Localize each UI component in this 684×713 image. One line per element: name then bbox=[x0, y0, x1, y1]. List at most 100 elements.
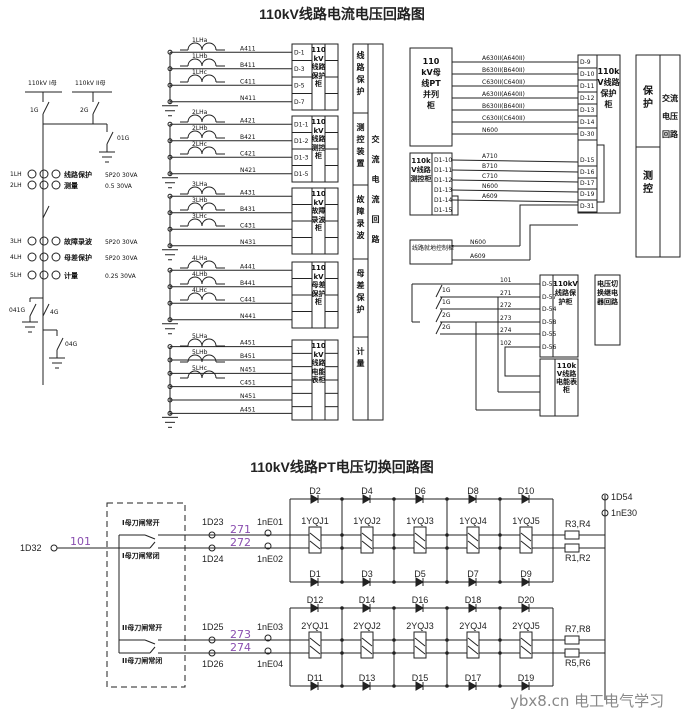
plug-icon bbox=[264, 634, 272, 642]
wire bbox=[149, 646, 156, 654]
relay-label: 2YQJ1 bbox=[301, 621, 329, 631]
ground-icon bbox=[162, 249, 178, 261]
wire-label: N451 bbox=[240, 393, 256, 400]
ct-id: 3LH bbox=[10, 238, 22, 245]
relay-coil-icon bbox=[413, 526, 427, 554]
diode-body bbox=[415, 494, 425, 504]
ct-icon bbox=[39, 252, 49, 262]
junction bbox=[392, 651, 396, 655]
relay-label: 1YQJ4 bbox=[459, 516, 487, 526]
ct-spec: 5P20 30VA bbox=[105, 172, 138, 179]
junction bbox=[498, 638, 502, 642]
switch-2g bbox=[92, 101, 100, 115]
meas-wire bbox=[451, 179, 579, 183]
diode-icon bbox=[415, 494, 425, 504]
pt-wire-label: B630II(B640II) bbox=[482, 67, 525, 74]
diode-label: D1 bbox=[309, 569, 321, 579]
watermark: ybx8.cn 电工电气学习 bbox=[510, 692, 664, 710]
wire-label: A451 bbox=[240, 406, 256, 413]
diode-body bbox=[310, 603, 320, 613]
diode-label: D2 bbox=[309, 486, 321, 496]
coil-hatch bbox=[309, 532, 321, 550]
diode-label: D16 bbox=[412, 595, 429, 605]
diode-icon bbox=[521, 603, 531, 613]
wire-label: N411 bbox=[240, 95, 256, 102]
wire-label: C431 bbox=[240, 222, 256, 229]
junction bbox=[340, 606, 344, 610]
ct-label: 3LHb bbox=[192, 197, 208, 204]
junction bbox=[340, 638, 344, 642]
sw-meter-cabinet-box bbox=[539, 358, 579, 417]
sw-wire-label: 101 bbox=[500, 277, 512, 284]
ct-icon bbox=[27, 180, 37, 190]
terminal-label: 1D25 bbox=[202, 622, 224, 632]
resistor-icon bbox=[564, 635, 580, 645]
diode-icon bbox=[362, 494, 372, 504]
plug-label: 1nE02 bbox=[257, 554, 283, 564]
diode-label: D18 bbox=[465, 595, 482, 605]
diode-body bbox=[310, 577, 320, 587]
sw-terminal-label: D-56 bbox=[542, 344, 557, 351]
meas-wire-label: A609 bbox=[482, 193, 498, 200]
pt-wire-label: C630II(C640II) bbox=[482, 115, 525, 122]
wire bbox=[519, 204, 578, 246]
bus1-label: 110kV I母 bbox=[28, 80, 57, 87]
sw-prot-cabinet-box bbox=[539, 274, 579, 358]
resistor-label: R3,R4 bbox=[565, 519, 591, 529]
wire-label: A451 bbox=[240, 340, 256, 347]
ct-use: 计量 bbox=[64, 271, 78, 280]
meas-terminal-label: D1-14 bbox=[434, 197, 452, 204]
switch-1g bbox=[42, 101, 50, 115]
title-top: 110kV线路电流电压回路图 bbox=[259, 6, 425, 22]
diode-label: D14 bbox=[359, 595, 376, 605]
diode-body bbox=[521, 577, 531, 587]
sw-wire-label: 271 bbox=[500, 290, 512, 297]
diode-label: D6 bbox=[414, 486, 426, 496]
diode-icon bbox=[521, 577, 531, 587]
coil-hatch bbox=[309, 637, 321, 655]
junction bbox=[340, 580, 344, 584]
coil-hatch bbox=[414, 532, 426, 550]
junction bbox=[340, 546, 344, 550]
wire-label: 274 bbox=[230, 641, 251, 654]
ct-label: 1LHb bbox=[192, 53, 208, 60]
ct-spec: 0.2S 30VA bbox=[105, 273, 137, 280]
diode-icon bbox=[310, 494, 320, 504]
contact-label: II母刀闸常闭 bbox=[122, 656, 162, 665]
ct-label: 5LHa bbox=[192, 333, 208, 340]
meas-terminal-label: D1-15 bbox=[434, 207, 452, 214]
out-plug-label: 1nE30 bbox=[611, 508, 637, 518]
meas-wire-label: B710 bbox=[482, 163, 498, 170]
input-terminal-label: 1D32 bbox=[20, 543, 42, 553]
diode-body bbox=[521, 494, 531, 504]
ct-label: 5LHb bbox=[192, 349, 208, 356]
terminal-icon bbox=[50, 544, 58, 552]
diode-label: D7 bbox=[467, 569, 479, 579]
wire-label: C421 bbox=[240, 150, 256, 157]
terminal-label: 1D26 bbox=[202, 659, 224, 669]
ct-coil-icon bbox=[187, 58, 217, 67]
pt-wire-label: A630II(A640II) bbox=[482, 55, 525, 62]
junction bbox=[445, 651, 449, 655]
coil-hatch bbox=[414, 637, 426, 655]
terminal-label: D-5 bbox=[294, 82, 305, 89]
prot-terminal-label: D-30 bbox=[580, 131, 595, 138]
meas-wire-label: A710 bbox=[482, 153, 498, 160]
meas-wire bbox=[451, 169, 579, 173]
input-wire-label: 101 bbox=[70, 535, 91, 548]
junction bbox=[445, 497, 449, 501]
wire-label: A609 bbox=[470, 253, 486, 260]
diode-label: D13 bbox=[359, 673, 376, 683]
ct-coil-icon bbox=[187, 370, 217, 379]
junction bbox=[392, 546, 396, 550]
resistor-label: R5,R6 bbox=[565, 658, 591, 668]
prot-terminal-label: D-12 bbox=[580, 95, 595, 102]
junction bbox=[498, 546, 502, 550]
diode-icon bbox=[362, 603, 372, 613]
plug-icon bbox=[601, 509, 609, 517]
wire bbox=[504, 346, 540, 377]
ground-icon bbox=[162, 105, 178, 117]
meas-terminal-label: D1-12 bbox=[434, 177, 452, 184]
terminal-label: D-1 bbox=[294, 49, 305, 56]
coil-hatch bbox=[520, 637, 532, 655]
